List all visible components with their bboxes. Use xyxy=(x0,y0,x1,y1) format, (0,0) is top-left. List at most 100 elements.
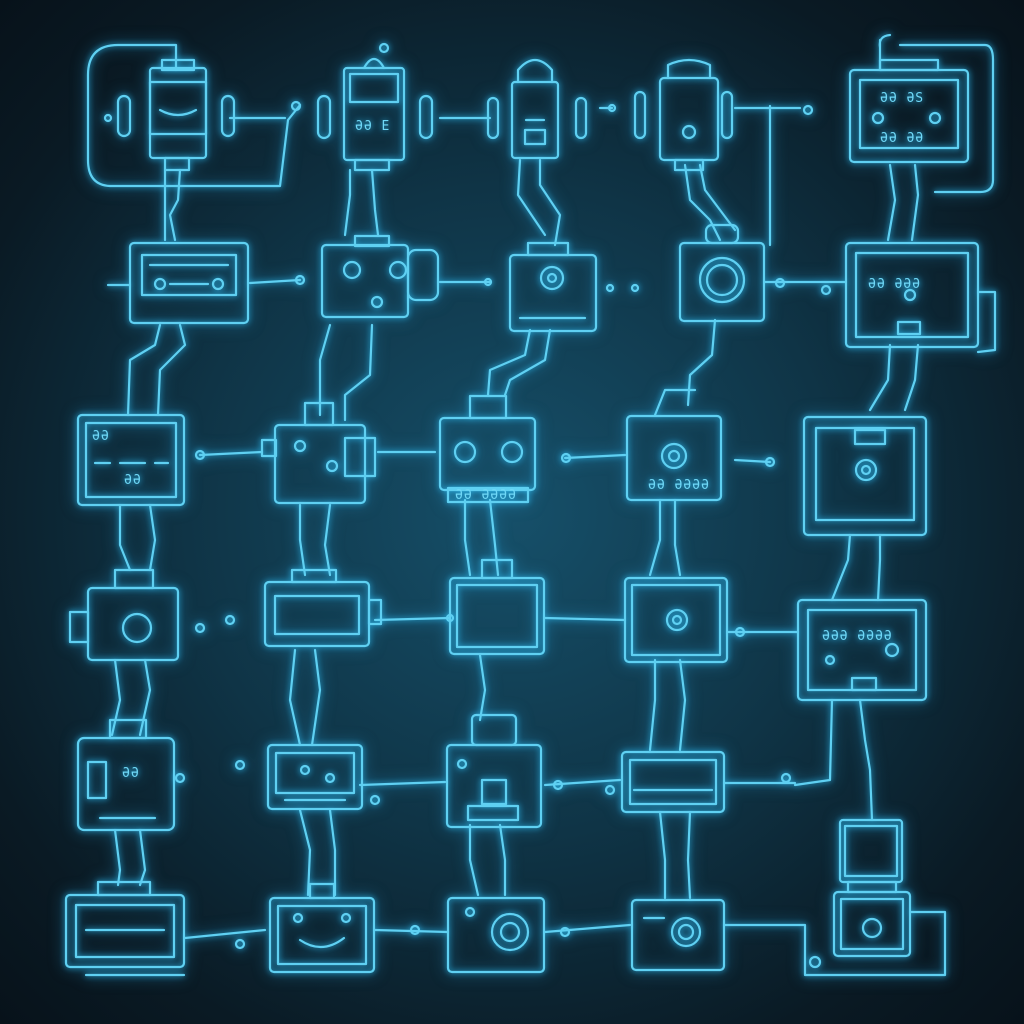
wire xyxy=(830,533,852,602)
wire xyxy=(543,778,622,787)
wire xyxy=(498,823,507,897)
monitor-icon: ƏƏ ƏƏƏ xyxy=(844,241,980,349)
speaker-icon: ƏƏ ƏƏƏƏ xyxy=(625,414,723,502)
wire xyxy=(686,318,717,407)
speaker-icon xyxy=(623,576,729,664)
wire xyxy=(543,923,632,934)
node-row-3: ƏƏƏ ƏƏƏƏ xyxy=(68,558,928,702)
wire xyxy=(138,828,147,887)
wire xyxy=(876,533,882,602)
wire xyxy=(310,648,322,747)
wire xyxy=(868,343,892,412)
wire xyxy=(118,503,132,572)
wire xyxy=(648,658,657,752)
wire xyxy=(886,163,897,242)
node-label: ƏƏ ƏƏƏƏ xyxy=(648,478,710,493)
camera-icon xyxy=(446,896,546,974)
radio-icon: ƏƏ xyxy=(76,718,176,832)
wire xyxy=(86,43,302,188)
wire xyxy=(110,658,122,737)
node-label: ƏƏƏ ƏƏƏƏ xyxy=(822,629,893,644)
connector-dots xyxy=(103,100,832,969)
wire xyxy=(343,168,352,237)
wire xyxy=(793,698,834,787)
wire xyxy=(248,278,302,285)
wire xyxy=(488,498,500,577)
node-label: ƏƏ xyxy=(122,766,140,781)
tape-deck-icon xyxy=(128,241,250,325)
wire xyxy=(976,290,997,354)
wire xyxy=(733,458,772,464)
wire xyxy=(126,323,162,417)
monitor-icon xyxy=(838,818,904,884)
wire xyxy=(373,616,452,622)
wire xyxy=(678,658,687,752)
wire xyxy=(468,823,480,897)
wire xyxy=(683,163,722,242)
wire xyxy=(898,43,995,194)
wire xyxy=(903,343,920,412)
camera-icon xyxy=(268,882,376,974)
wire xyxy=(183,928,267,940)
wire xyxy=(298,808,312,897)
node-row-2: ƏƏ ƏƏ xyxy=(76,394,928,537)
robot-face-icon: ƏƏ ƏƏƏƏ xyxy=(438,394,537,504)
wire xyxy=(168,168,182,242)
node-label: ƏƏ xyxy=(92,429,110,444)
connection-wires xyxy=(86,33,997,977)
node-label: ƏƏ E xyxy=(355,119,390,134)
wire xyxy=(538,158,562,247)
robot-head-icon xyxy=(486,58,588,160)
radio-icon xyxy=(445,713,543,829)
wire xyxy=(323,503,332,577)
node-label: ƏƏ xyxy=(124,473,142,488)
wire xyxy=(723,910,947,977)
wire xyxy=(478,653,487,722)
display-panel-icon xyxy=(64,880,186,977)
monitor-icon xyxy=(802,415,928,537)
wire xyxy=(113,828,122,887)
node-label: ƏƏ ƏƏƏ xyxy=(868,277,921,292)
node-label: ƏƏ ƏƏƏƏ xyxy=(455,488,517,503)
wire xyxy=(318,323,332,417)
wire xyxy=(516,158,547,237)
radio-icon xyxy=(266,743,364,811)
wire xyxy=(198,450,264,457)
wire xyxy=(343,323,374,422)
wire xyxy=(658,810,667,900)
wire xyxy=(288,648,302,747)
wire xyxy=(878,33,892,72)
display-panel-icon: ƏƏ ƏƏ xyxy=(76,413,186,507)
node-row-0: ƏƏ E xyxy=(116,42,970,172)
wire xyxy=(370,168,380,237)
camera-icon xyxy=(630,898,726,972)
wire xyxy=(858,698,874,822)
camera-icon xyxy=(508,241,598,333)
node-row-1: ƏƏ ƏƏƏ xyxy=(128,223,980,349)
robot-head-icon xyxy=(116,58,236,172)
camera-icon xyxy=(68,568,180,662)
wire xyxy=(686,810,692,900)
wire xyxy=(733,104,802,247)
wire xyxy=(486,328,532,397)
monitor-icon: ƏƏ ƏS ƏƏ ƏƏ xyxy=(848,58,970,164)
wire xyxy=(463,498,472,577)
wire xyxy=(563,453,627,460)
robot-head-icon: ƏƏ E xyxy=(316,42,434,172)
wire xyxy=(328,808,337,897)
wire xyxy=(648,498,662,577)
wire xyxy=(698,163,737,232)
monitor-icon: ƏƏƏ ƏƏƏƏ xyxy=(796,598,928,702)
node-label: ƏƏ ƏS xyxy=(880,91,924,106)
display-panel-icon xyxy=(620,750,726,814)
wire xyxy=(298,503,307,577)
robot-face-icon xyxy=(260,401,377,505)
node-row-4: ƏƏ xyxy=(76,713,904,884)
wire xyxy=(156,323,187,417)
lens-icon xyxy=(678,223,766,323)
node-label: ƏƏ ƏƏ xyxy=(880,131,924,146)
wire xyxy=(543,616,627,622)
wire xyxy=(673,498,682,577)
